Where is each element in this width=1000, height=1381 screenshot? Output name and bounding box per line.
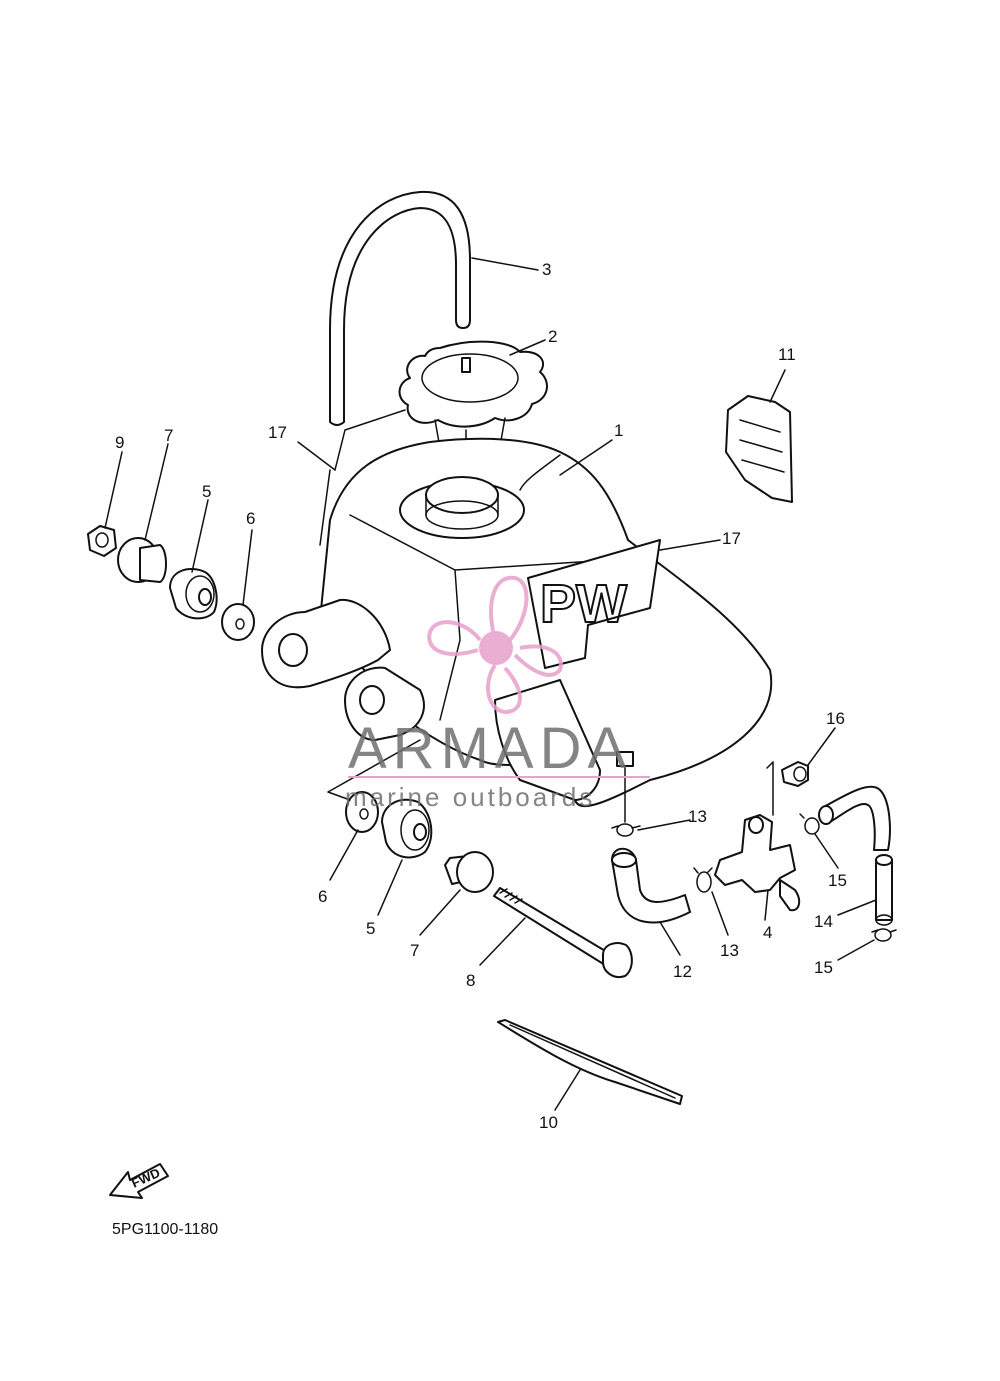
screw [781,761,809,787]
callout-1: 1 [614,421,623,440]
callout-15-lower: 15 [814,958,833,977]
callout-5-left: 5 [202,482,211,501]
callout-8: 8 [466,971,475,990]
callout-labels: 1 2 3 4 5 5 6 6 7 7 8 9 10 11 12 13 13 1… [115,260,847,1132]
watermark-propeller-icon [427,575,563,715]
callout-7-left: 7 [164,426,173,445]
hose-clip-right-lower [871,928,897,942]
fuel-hose-bent [818,785,891,851]
fuel-cock [714,761,801,912]
collar-left [117,537,167,583]
tank-pad [497,1019,683,1105]
forward-arrow: FWD [109,1163,169,1199]
damper-lower [381,798,433,859]
mount-nut [87,525,117,557]
watermark-tagline: marine outboards [345,782,595,812]
callout-13-upper: 13 [688,807,707,826]
callout-15-upper: 15 [828,871,847,890]
fuel-hose-straight [875,854,893,926]
callout-5-lower: 5 [366,919,375,938]
callout-17-left: 17 [268,423,287,442]
callout-6-lower: 6 [318,887,327,906]
tank-bracket [725,395,793,503]
callout-12: 12 [673,962,692,981]
washer-lower [345,791,379,833]
damper-left [169,568,218,620]
mount-bolt [493,887,633,978]
collar-lower [444,851,494,893]
callout-10: 10 [539,1113,558,1132]
hose-clip-lower [693,867,713,893]
callout-11: 11 [778,345,796,364]
clip-pointer-vertical [616,751,634,823]
callout-4: 4 [763,923,772,942]
callout-16: 16 [826,709,845,728]
callout-17-right: 17 [722,529,741,548]
callout-13-lower: 13 [720,941,739,960]
hose-clip-upper [611,823,641,837]
tank-emblem-text: PW [540,574,627,634]
side-decal-left [319,409,406,546]
callout-14: 14 [814,912,833,931]
hose-clip-right-upper [799,813,820,835]
callout-2: 2 [548,327,557,346]
watermark-brand: ARMADA [348,716,632,781]
breather-hose [329,190,471,426]
watermark: ARMADA marine outboards [345,575,650,812]
assembly-guide-line [327,739,421,801]
callout-9: 9 [115,433,124,452]
fuel-hose-short [611,847,691,924]
callout-6-left: 6 [246,509,255,528]
callout-7-lower: 7 [410,941,419,960]
washer-left [221,603,255,641]
leader-lines [104,257,877,1111]
diagram-code: 5PG1100-1180 [112,1221,218,1238]
tank-emblem-decal: PW [527,539,661,669]
callout-3: 3 [542,260,551,279]
